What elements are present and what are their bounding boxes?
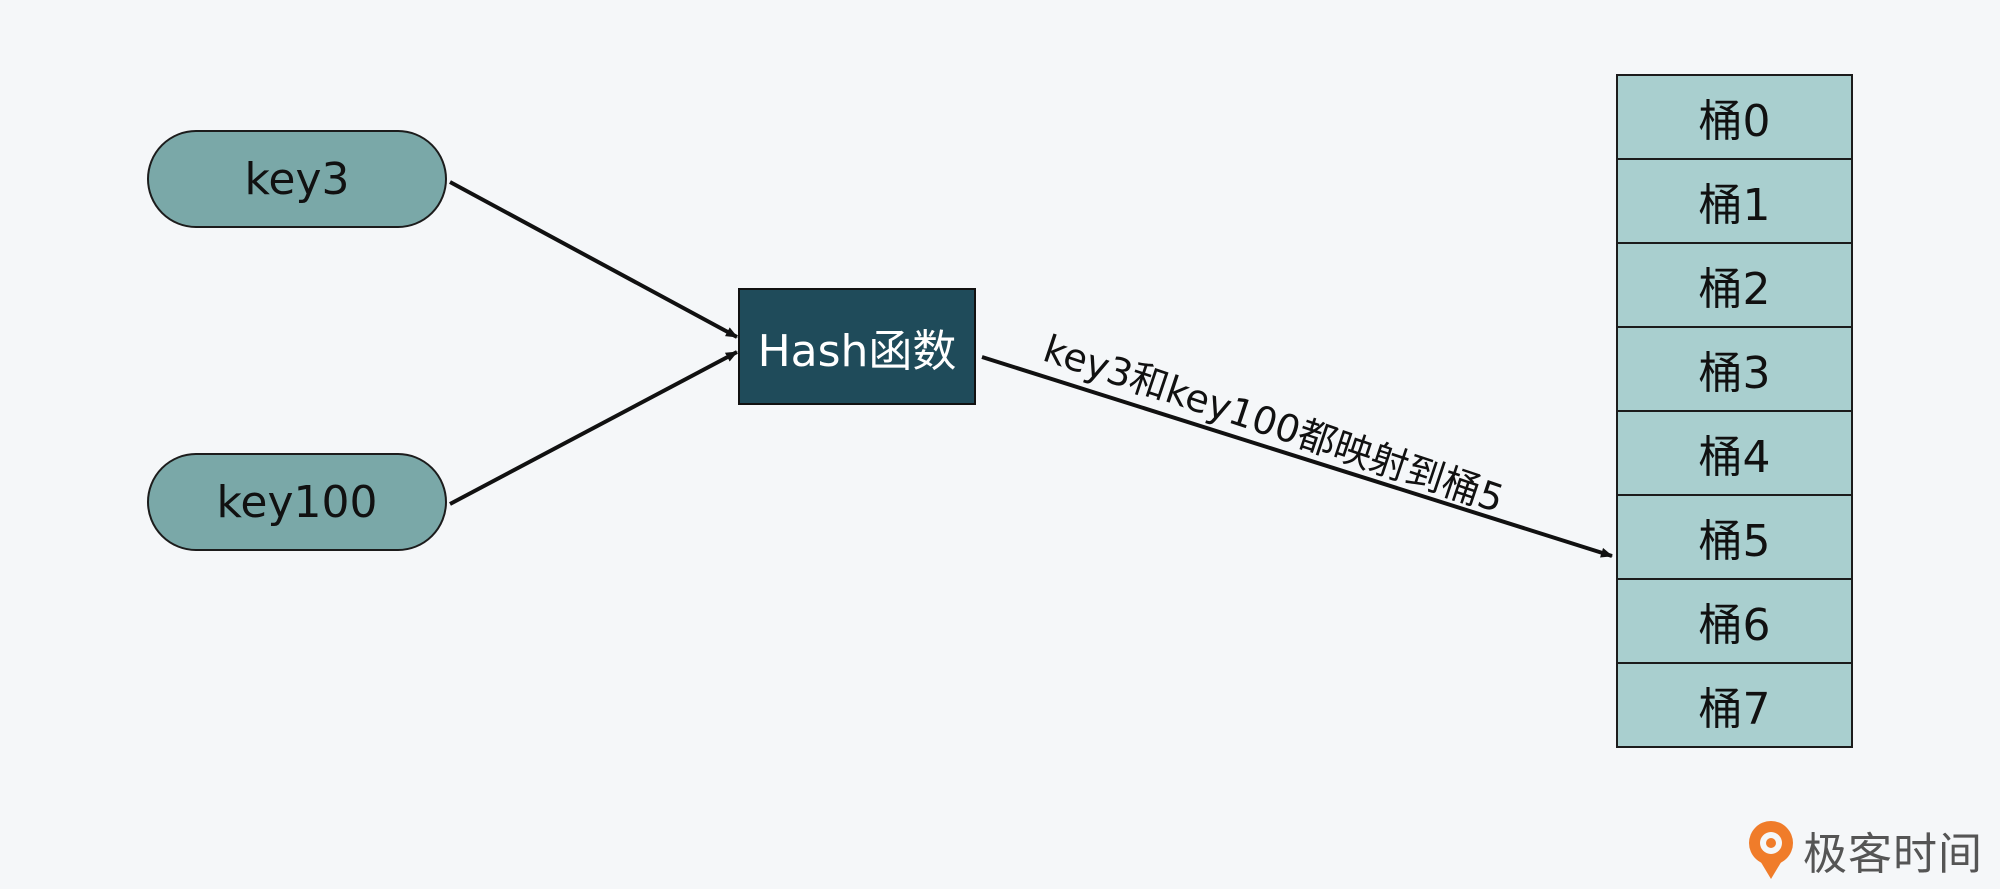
bucket-2: 桶2 bbox=[1616, 242, 1853, 328]
arrow-key100-to-hash bbox=[449, 350, 738, 506]
key100-label: key100 bbox=[216, 476, 378, 528]
bucket-label: 桶0 bbox=[1698, 96, 1771, 147]
bucket-6: 桶6 bbox=[1616, 578, 1853, 664]
key3-node: key3 bbox=[147, 130, 447, 228]
bucket-label: 桶3 bbox=[1698, 348, 1771, 399]
bucket-label: 桶2 bbox=[1698, 264, 1771, 315]
bucket-array: 桶0 桶1 桶2 桶3 桶4 桶5 桶6 桶7 bbox=[1616, 74, 1853, 748]
hash-function-box: Hash函数 bbox=[738, 288, 976, 405]
key100-node: key100 bbox=[147, 453, 447, 551]
key3-label: key3 bbox=[244, 153, 350, 205]
brand-watermark: 极客时间 bbox=[1745, 818, 1983, 882]
bucket-label: 桶4 bbox=[1698, 432, 1771, 483]
arrow-hash-to-bucket5 bbox=[981, 355, 1613, 558]
bucket-3: 桶3 bbox=[1616, 326, 1853, 412]
bucket-label: 桶6 bbox=[1698, 600, 1771, 651]
hash-function-label: Hash函数 bbox=[757, 325, 957, 377]
brand-logo-icon bbox=[1749, 821, 1793, 879]
bucket-1: 桶1 bbox=[1616, 158, 1853, 244]
bucket-7: 桶7 bbox=[1616, 662, 1853, 748]
arrow-key3-to-hash bbox=[449, 180, 738, 339]
bucket-5: 桶5 bbox=[1616, 494, 1853, 580]
brand-name: 极客时间 bbox=[1803, 829, 1983, 880]
bucket-label: 桶5 bbox=[1698, 516, 1771, 567]
bucket-0: 桶0 bbox=[1616, 74, 1853, 160]
bucket-label: 桶7 bbox=[1698, 684, 1771, 735]
bucket-label: 桶1 bbox=[1698, 180, 1771, 231]
bucket-4: 桶4 bbox=[1616, 410, 1853, 496]
